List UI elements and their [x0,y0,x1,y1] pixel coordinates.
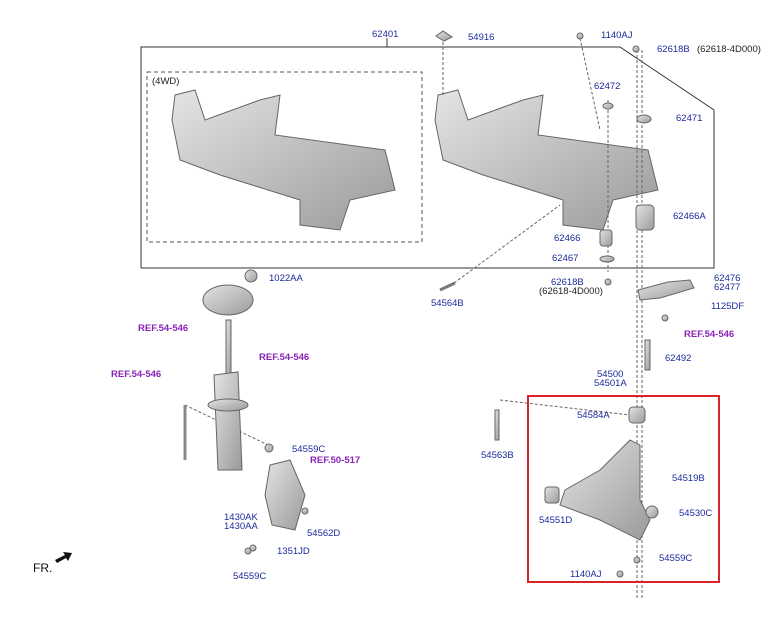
small-parts [183,30,695,578]
part-label-1351jd[interactable]: 1351JD [277,546,310,557]
part-label-54530c[interactable]: 54530C [679,508,713,519]
part-label-54563b[interactable]: 54563B [481,450,514,461]
subframe-4wd [171,89,396,231]
variant-label: (4WD) [152,76,180,87]
part-label-62466[interactable]: 62466 [554,233,581,244]
part-label-1022aa[interactable]: 1022AA [269,273,303,284]
part-alt-number: (62618-4D000) [697,44,761,55]
part-label-1125df[interactable]: 1125DF [711,301,745,312]
ref-link-54-546[interactable]: REF.54-546 [684,329,735,340]
part-label-62401[interactable]: 62401 [372,29,399,40]
ref-link-stabilizer[interactable]: REF.54-546 [111,369,162,380]
part-label-54916[interactable]: 54916 [468,32,495,43]
part-label-1430aa[interactable]: 1430AA [224,521,258,532]
part-label-54500[interactable]: 54500 [597,369,624,380]
part-label-62471[interactable]: 62471 [676,113,703,124]
part-label-54551d[interactable]: 54551D [539,515,573,526]
part-label-54501a[interactable]: 54501A [594,378,627,389]
part-label-62477[interactable]: 62477 [714,282,741,293]
front-arrow-icon [55,552,72,563]
leader-lines [184,37,643,600]
part-alt-number-mid: (62618-4D000) [539,286,603,297]
ref-link-strut[interactable]: REF.54-546 [259,352,310,363]
highlight-box [527,395,720,583]
part-label-62618b[interactable]: 62618B [657,44,690,55]
ref-link-mount[interactable]: REF.54-546 [138,323,189,334]
part-label-62476[interactable]: 62476 [714,273,741,284]
subframe [434,89,659,231]
part-label-62466a[interactable]: 62466A [673,211,706,222]
part-label-1140aj-arm[interactable]: 1140AJ [570,569,602,580]
part-label-54519b[interactable]: 54519B [672,473,705,484]
part-label-1430ak[interactable]: 1430AK [224,512,258,523]
part-label-54559c-bottom[interactable]: 54559C [233,571,267,582]
subframe-group-outline [140,38,715,269]
part-label-1140aj[interactable]: 1140AJ [601,30,633,41]
front-direction-label: FR. [33,561,53,575]
part-label-62492[interactable]: 62492 [665,353,692,364]
part-label-62467[interactable]: 62467 [552,253,579,264]
part-label-54564b[interactable]: 54564B [431,298,464,309]
part-label-54559c-strut[interactable]: 54559C [292,444,326,455]
part-label-54584a[interactable]: 54584A [577,410,610,421]
part-label-62472[interactable]: 62472 [594,81,621,92]
part-label-54559c-arm[interactable]: 54559C [659,553,693,564]
part-label-54562d[interactable]: 54562D [307,528,341,539]
ref-link-knuckle[interactable]: REF.50-517 [310,455,361,466]
part-label-62618b-mid[interactable]: 62618B [551,277,584,288]
